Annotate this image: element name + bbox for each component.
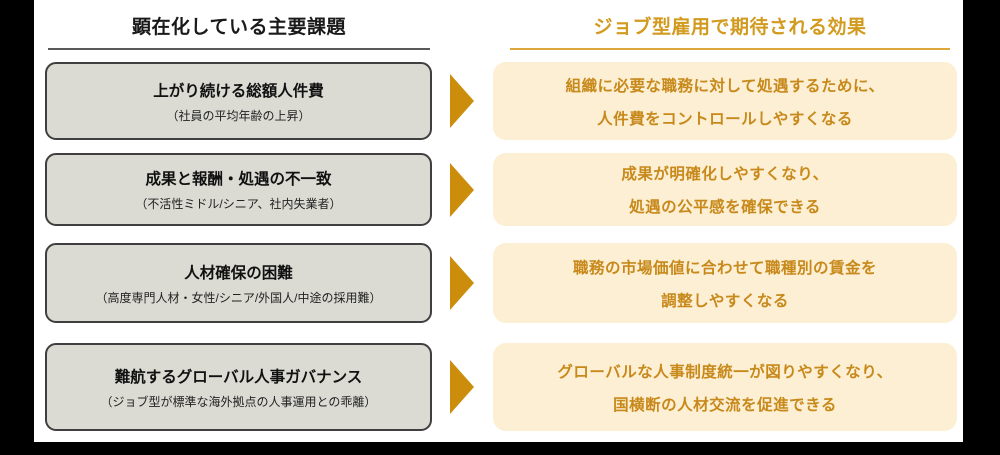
issue-title: 成果と報酬・処遇の不一致 [145,171,332,188]
issue-subtitle: （社員の平均年齢の上昇） [166,108,311,123]
issue-box-talent-shortage: 人材確保の困難 （高度専門人材・女性/シニア/外国人/中途の採用難） [45,243,432,323]
diagram-row: 人材確保の困難 （高度専門人材・女性/シニア/外国人/中途の採用難） 職務の市場… [34,243,963,323]
arrow-right-icon [450,162,474,217]
arrow-right-icon [450,360,474,414]
effect-box-global-hr: グローバルな人事制度統一が図りやすくなり、 国横断の人材交流を促進できる [493,343,957,431]
effect-box-fairness: 成果が明確化しやすくなり、 処遇の公平感を確保できる [493,153,957,226]
issue-title: 難航するグローバル人事ガバナンス [114,368,363,386]
effect-text-line: 処遇の公平感を確保できる [629,199,821,216]
effect-box-labor-cost: 組織に必要な職務に対して処遇するために、 人件費をコントロールしやすくなる [493,62,957,140]
issue-subtitle: （不活性ミドル/シニア、社内失業者） [135,197,342,211]
effect-text-line: 人件費をコントロールしやすくなる [597,110,853,128]
effect-text-line: 組織に必要な職務に対して処遇するために、 [565,77,885,95]
effect-text-line: 調整しやすくなる [661,292,789,310]
arrow-right-icon [450,74,474,128]
diagram-row: 成果と報酬・処遇の不一致 （不活性ミドル/シニア、社内失業者） 成果が明確化しや… [34,153,963,226]
issues-column-header: 顕在化している主要課題 [48,12,430,50]
effects-column-header: ジョブ型雇用で期待される効果 [510,12,950,50]
issue-subtitle: （ジョブ型が標準な海外拠点の人事運用との乖離） [100,394,377,409]
issue-box-reward-mismatch: 成果と報酬・処遇の不一致 （不活性ミドル/シニア、社内失業者） [45,153,432,226]
effect-text-line: 国横断の人材交流を促進できる [613,396,837,414]
arrow-right-icon [450,256,474,310]
effect-text-line: 成果が明確化しやすくなり、 [621,166,829,183]
issue-box-labor-cost: 上がり続ける総額人件費 （社員の平均年齢の上昇） [45,62,432,140]
effect-text-line: 職務の市場価値に合わせて職種別の賃金を [572,259,877,277]
issue-box-global-governance: 難航するグローバル人事ガバナンス （ジョブ型が標準な海外拠点の人事運用との乖離） [45,343,432,431]
effect-text-line: グローバルな人事制度統一が図りやすくなり、 [557,363,893,381]
diagram-row: 上がり続ける総額人件費 （社員の平均年齢の上昇） 組織に必要な職務に対して処遇す… [34,62,963,140]
slide-canvas: 顕在化している主要課題 ジョブ型雇用で期待される効果 上がり続ける総額人件費 （… [34,0,963,442]
issue-title: 上がり続ける総額人件費 [153,82,324,100]
issue-title: 人材確保の困難 [184,264,293,282]
effect-box-market-wage: 職務の市場価値に合わせて職種別の賃金を 調整しやすくなる [493,243,957,323]
issue-subtitle: （高度専門人材・女性/シニア/外国人/中途の採用難） [95,290,382,305]
diagram-row: 難航するグローバル人事ガバナンス （ジョブ型が標準な海外拠点の人事運用との乖離）… [34,343,963,431]
